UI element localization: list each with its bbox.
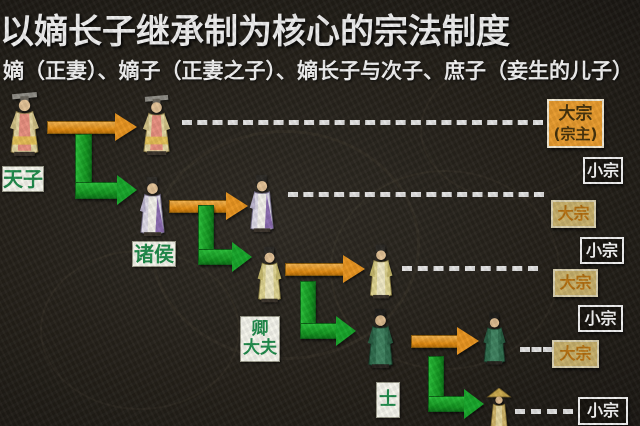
dashed-connector-5	[515, 409, 573, 414]
arrow-head-icon	[343, 255, 365, 283]
xiaozong-label: 小宗	[586, 160, 619, 180]
dashed-connector-1	[182, 120, 543, 125]
succession-arrow-3	[285, 254, 365, 284]
xiaozong-box-1: 小宗	[583, 157, 623, 184]
dazong-label: 大宗	[558, 104, 593, 125]
zongzhu-label: (宗主)	[553, 124, 598, 143]
rank-label-shi: 士	[376, 382, 400, 418]
dazong-label: 大宗	[559, 344, 592, 364]
commoner-figure	[487, 388, 511, 426]
dashed-connector-2	[288, 192, 544, 197]
qingdafu-figure	[257, 246, 282, 303]
branch-arrow-2	[198, 205, 254, 275]
dazong-label: 大宗	[557, 204, 590, 224]
rank-label-tianzi: 天子	[2, 166, 44, 192]
zhuhou-figure	[139, 176, 165, 237]
rank-label-zhuhou: 诸侯	[132, 241, 176, 267]
dazong-box-2: 大宗	[551, 200, 596, 228]
dazong-label: 大宗	[559, 273, 592, 293]
dazong-box-3: 大宗	[553, 269, 598, 297]
arrow-head-icon	[336, 316, 356, 346]
arrow-head-icon	[457, 327, 479, 355]
dashed-connector-4	[520, 347, 553, 352]
tianzi-figure	[9, 91, 40, 157]
page-title: 以嫡长子继承制为核心的宗法制度	[0, 12, 510, 52]
rank-label-qingdafu: 卿 大夫	[240, 316, 280, 362]
arrow-head-icon	[464, 389, 484, 419]
dashed-connector-3	[402, 266, 538, 271]
dazong-box-4: 大宗	[552, 340, 599, 368]
dazong-primary-box: 大宗 (宗主)	[547, 99, 604, 148]
qingdafu-heir-figure	[369, 244, 393, 299]
branch-arrow-1	[75, 134, 139, 210]
rank-label-text: 大夫	[243, 338, 277, 358]
subtitle-legend: 嫡（正妻）、嫡子（正妻之子）、嫡长子与次子、庶子（妾生的儿子）	[3, 59, 633, 83]
arrow-head-icon	[115, 113, 137, 141]
rank-label-text: 卿	[251, 319, 269, 340]
branch-arrow-3	[300, 281, 358, 349]
rank-label-text: 士	[379, 389, 397, 411]
xiaozong-box-4: 小宗	[578, 397, 628, 425]
succession-arrow-1	[47, 112, 137, 142]
xiaozong-box-3: 小宗	[578, 305, 623, 332]
rank-label-text: 天子	[3, 167, 43, 191]
shi-figure	[367, 308, 394, 369]
xiaozong-label: 小宗	[585, 240, 618, 260]
arrow-head-icon	[232, 242, 252, 272]
xiaozong-label: 小宗	[584, 308, 617, 328]
xiaozong-label: 小宗	[586, 401, 619, 421]
rank-label-text: 诸侯	[134, 242, 174, 266]
arrow-head-icon	[226, 192, 248, 220]
arrow-head-icon	[117, 175, 137, 205]
tianzi-heir-figure	[142, 94, 171, 156]
branch-arrow-4	[428, 356, 486, 422]
xiaozong-box-2: 小宗	[580, 237, 624, 264]
succession-arrow-4	[411, 326, 479, 356]
